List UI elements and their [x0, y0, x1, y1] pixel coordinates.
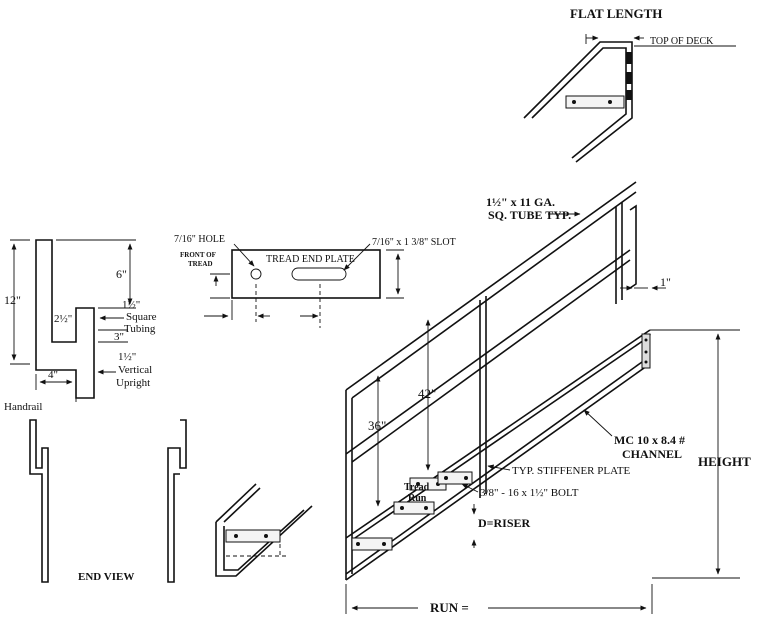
end-view-label: END VIEW: [78, 571, 134, 583]
square-label: Square: [126, 311, 157, 323]
stair-assembly: 1½" x 11 GA. SQ. TUBE TYP. 1" 42" 36" HE…: [345, 181, 751, 615]
bolt-label: 3/8" - 16 x 1½" BOLT: [480, 487, 579, 499]
stiffener-label: TYP. STIFFENER PLATE: [512, 465, 631, 477]
tread-label: TREAD: [188, 260, 213, 268]
channel-line2-label: CHANNEL: [622, 447, 682, 461]
vertical-label: Vertical: [118, 364, 152, 376]
run-label: RUN =: [430, 600, 469, 615]
dim-36-label: 36": [368, 418, 386, 433]
tread-end-plate: TREAD END PLATE 7/16" HOLE 7/16" x 1 3/8…: [174, 234, 456, 328]
top-of-deck-label: TOP OF DECK: [650, 36, 714, 47]
upright-label: Upright: [116, 377, 150, 389]
dim-3-label: 3": [114, 331, 124, 343]
dim-2half-label: 2½": [54, 313, 72, 325]
height-label: HEIGHT: [698, 454, 751, 469]
tread-run-1-label: Tread: [404, 482, 430, 493]
tread-end-plate-label: TREAD END PLATE: [266, 254, 355, 265]
handrail-label: Handrail: [4, 401, 42, 413]
riser-label: D=RISER: [478, 516, 531, 530]
tube-typ-label: SQ. TUBE TYP.: [488, 208, 571, 222]
dim-12-label: 12": [4, 293, 21, 307]
dim-1half-b-label: 1½": [118, 351, 136, 363]
slot-label: 7/16" x 1 3/8" SLOT: [372, 237, 456, 248]
flat-length-detail: FLAT LENGTH TOP OF DECK: [523, 6, 736, 163]
channel-line1-label: MC 10 x 8.4 #: [614, 433, 685, 447]
dim-1-label: 1": [660, 275, 671, 289]
stringer-detail: [215, 483, 313, 577]
dim-6-label: 6": [116, 267, 127, 281]
handrail-profile: 12" 6" 2½" 1½" Square Tubing 3" 1½" Vert…: [4, 239, 157, 413]
dim-4-label: 4": [48, 369, 58, 381]
hole-label: 7/16" HOLE: [174, 234, 225, 245]
flat-length-label: FLAT LENGTH: [570, 6, 662, 21]
dim-1half-a-label: 1½": [122, 299, 140, 311]
tubing-label: Tubing: [124, 323, 156, 335]
front-of-label: FRONT OF: [180, 251, 216, 259]
tread-run-2-label: Run: [408, 493, 427, 504]
tube-label: 1½" x 11 GA.: [486, 195, 555, 209]
end-view: END VIEW: [29, 419, 187, 583]
dim-42-label: 42": [418, 386, 436, 401]
